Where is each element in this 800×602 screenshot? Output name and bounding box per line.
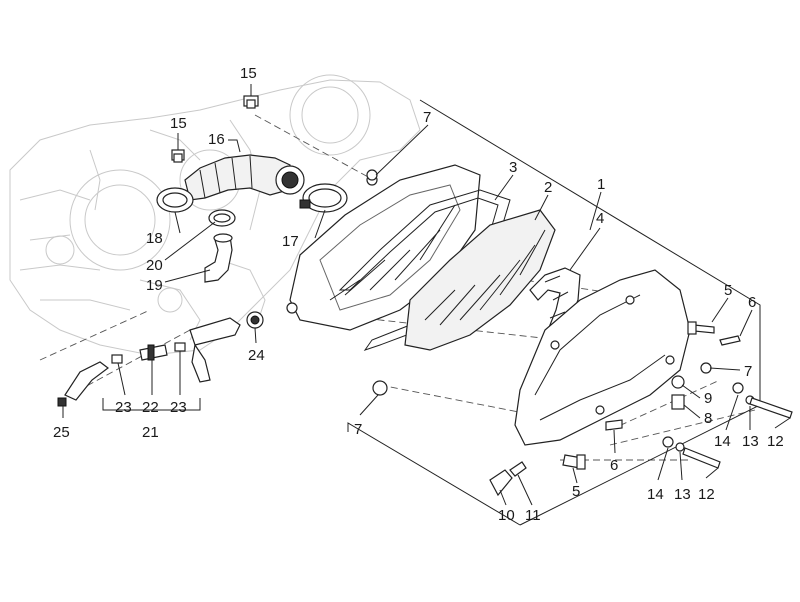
callout-18: 18 — [146, 230, 163, 247]
fasteners — [366, 169, 793, 497]
callout-5-upper: 5 — [724, 282, 732, 299]
callout-12-lower: 12 — [698, 486, 715, 503]
callout-23-left: 23 — [115, 399, 132, 416]
callout-7-bottom: 7 — [354, 421, 362, 438]
callout-12-upper: 12 — [767, 433, 784, 450]
callout-10: 10 — [498, 507, 515, 524]
elbow-hose-19 — [204, 233, 233, 283]
callout-7-right: 7 — [744, 363, 752, 380]
callout-1: 1 — [597, 176, 605, 193]
hose-clamp-17 — [299, 183, 348, 213]
air-filter-rear-housing — [286, 164, 481, 331]
callout-6-lower: 6 — [610, 457, 618, 474]
callout-6-upper: 6 — [748, 294, 756, 311]
callout-15-mid: 15 — [170, 115, 187, 132]
assembly-1-bracket — [347, 99, 761, 526]
callout-5-lower: 5 — [572, 483, 580, 500]
callout-7-top: 7 — [423, 109, 431, 126]
clip-15-mid — [171, 149, 185, 163]
filter-element-2 — [404, 209, 556, 351]
air-filter-cover — [514, 269, 691, 446]
callout-20: 20 — [146, 257, 163, 274]
callout-14-lower: 14 — [647, 486, 664, 503]
callout-21: 21 — [142, 424, 159, 441]
leader-lines — [62, 84, 791, 506]
callout-24: 24 — [248, 347, 265, 364]
callout-15-top: 15 — [240, 65, 257, 82]
callout-25: 25 — [53, 424, 70, 441]
hose-clamp-20 — [208, 209, 236, 227]
clip-15-top — [243, 95, 259, 109]
callout-22: 22 — [142, 399, 159, 416]
callout-4: 4 — [596, 210, 604, 227]
callout-9: 9 — [704, 390, 712, 407]
gasket-3 — [338, 189, 511, 351]
hose-clamp-18 — [156, 187, 194, 213]
callout-23-right: 23 — [170, 399, 187, 416]
callout-11: 11 — [525, 507, 541, 524]
callout-16: 16 — [208, 131, 225, 148]
intake-hose-16 — [184, 154, 305, 201]
part-number-callouts: 1 2 3 4 5 6 7 9 8 14 13 12 6 14 13 12 5 … — [53, 65, 784, 524]
callout-14-upper: 14 — [714, 433, 731, 450]
callout-3: 3 — [509, 159, 517, 176]
callout-2: 2 — [544, 179, 552, 196]
callout-19: 19 — [146, 277, 163, 294]
callout-8: 8 — [704, 410, 712, 427]
callout-13-upper: 13 — [742, 433, 759, 450]
callout-17: 17 — [282, 233, 299, 250]
drain-hose-assembly-21 — [57, 311, 264, 407]
callout-13-lower: 13 — [674, 486, 691, 503]
